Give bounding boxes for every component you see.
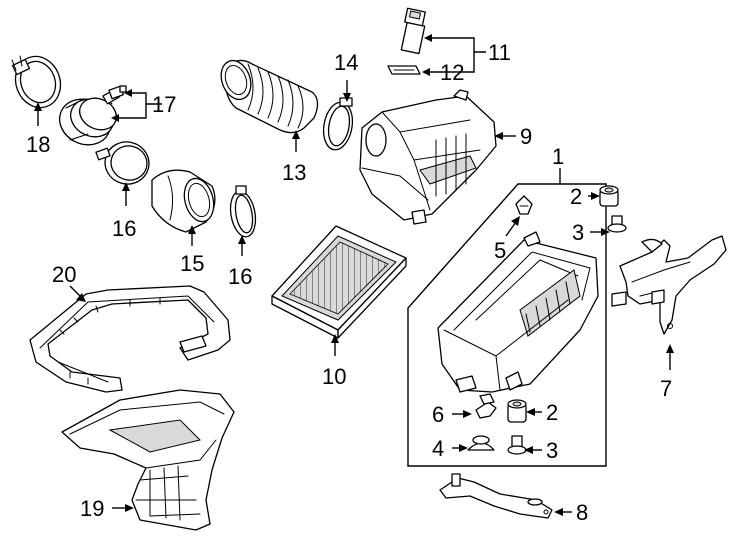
callout-label-16-right: 16 [228,264,252,289]
callout-2-bottom: 2 [526,400,558,425]
hose-clamp-16-right [229,185,257,238]
hose-clamp-14 [322,97,354,151]
callout-label-2-bottom: 2 [546,400,558,425]
resonator-duct-17 [59,88,121,146]
callout-label-4: 4 [432,436,444,461]
callout-18: 18 [26,102,50,157]
callout-label-5: 5 [494,238,506,263]
callout-1: 1 [552,144,564,184]
grommet-2-top [599,185,619,207]
air-cleaner-cover-9 [359,89,497,225]
sensor-connector-17 [108,85,127,100]
callout-label-14: 14 [334,50,358,75]
grommet-4 [467,435,495,451]
callout-9: 9 [494,124,532,149]
bracket-8 [439,473,553,519]
callout-14: 14 [334,50,358,102]
callout-label-8: 8 [576,500,588,525]
callout-16-right: 16 [228,235,252,289]
callout-17: 17 [111,89,176,122]
callout-20: 20 [52,262,86,302]
callout-10: 10 [322,334,346,389]
callout-15: 15 [180,225,204,276]
callout-5: 5 [494,216,520,263]
air-filter-element-10 [271,225,407,339]
callout-13: 13 [282,130,306,185]
callout-16-left: 16 [112,182,136,241]
collar-3-top [607,215,627,233]
collar-3-bottom [507,435,527,455]
callout-label-18: 18 [26,132,50,157]
hose-clamp-18 [11,55,62,109]
callout-label-10: 10 [322,364,346,389]
hose-clamp-16-left [95,141,150,185]
callout-7: 7 [660,344,674,401]
callout-label-3-bottom: 3 [546,438,558,463]
callout-8: 8 [554,500,588,525]
grommet-2-bottom [507,399,527,423]
callout-3-bottom: 3 [524,438,558,463]
callout-label-16-left: 16 [112,216,136,241]
callout-label-13: 13 [282,160,306,185]
callout-label-15: 15 [180,251,204,276]
sensor-gasket-12 [387,65,421,75]
callout-label-7: 7 [660,376,672,401]
callout-label-3-top: 3 [572,220,584,245]
assembly-1-boundary [407,183,607,467]
callout-label-20: 20 [52,262,76,287]
callout-label-2-top: 2 [570,184,582,209]
bellows-hose-13 [220,59,319,134]
air-guide-19 [61,389,235,531]
callout-2-top: 2 [570,184,600,209]
seal-frame-20 [29,285,231,393]
clip-6 [475,393,497,419]
mounting-bracket-7 [611,235,727,335]
callout-label-19: 19 [80,496,104,521]
mass-airflow-sensor-11 [400,7,426,55]
air-cleaner-housing-1 [437,231,599,393]
callout-4: 4 [432,436,468,461]
callout-3-top: 3 [572,220,610,245]
callout-label-17: 17 [152,92,176,117]
callout-label-1: 1 [552,144,564,169]
callout-label-6: 6 [432,402,444,427]
intake-duct-15 [151,169,216,233]
callout-6: 6 [432,402,472,427]
callout-label-12: 12 [440,60,464,85]
callout-label-9: 9 [520,124,532,149]
callout-11-12: 11 12 [422,34,511,85]
callout-label-11: 11 [488,40,511,65]
clip-5 [515,195,533,215]
callout-19: 19 [80,496,134,521]
